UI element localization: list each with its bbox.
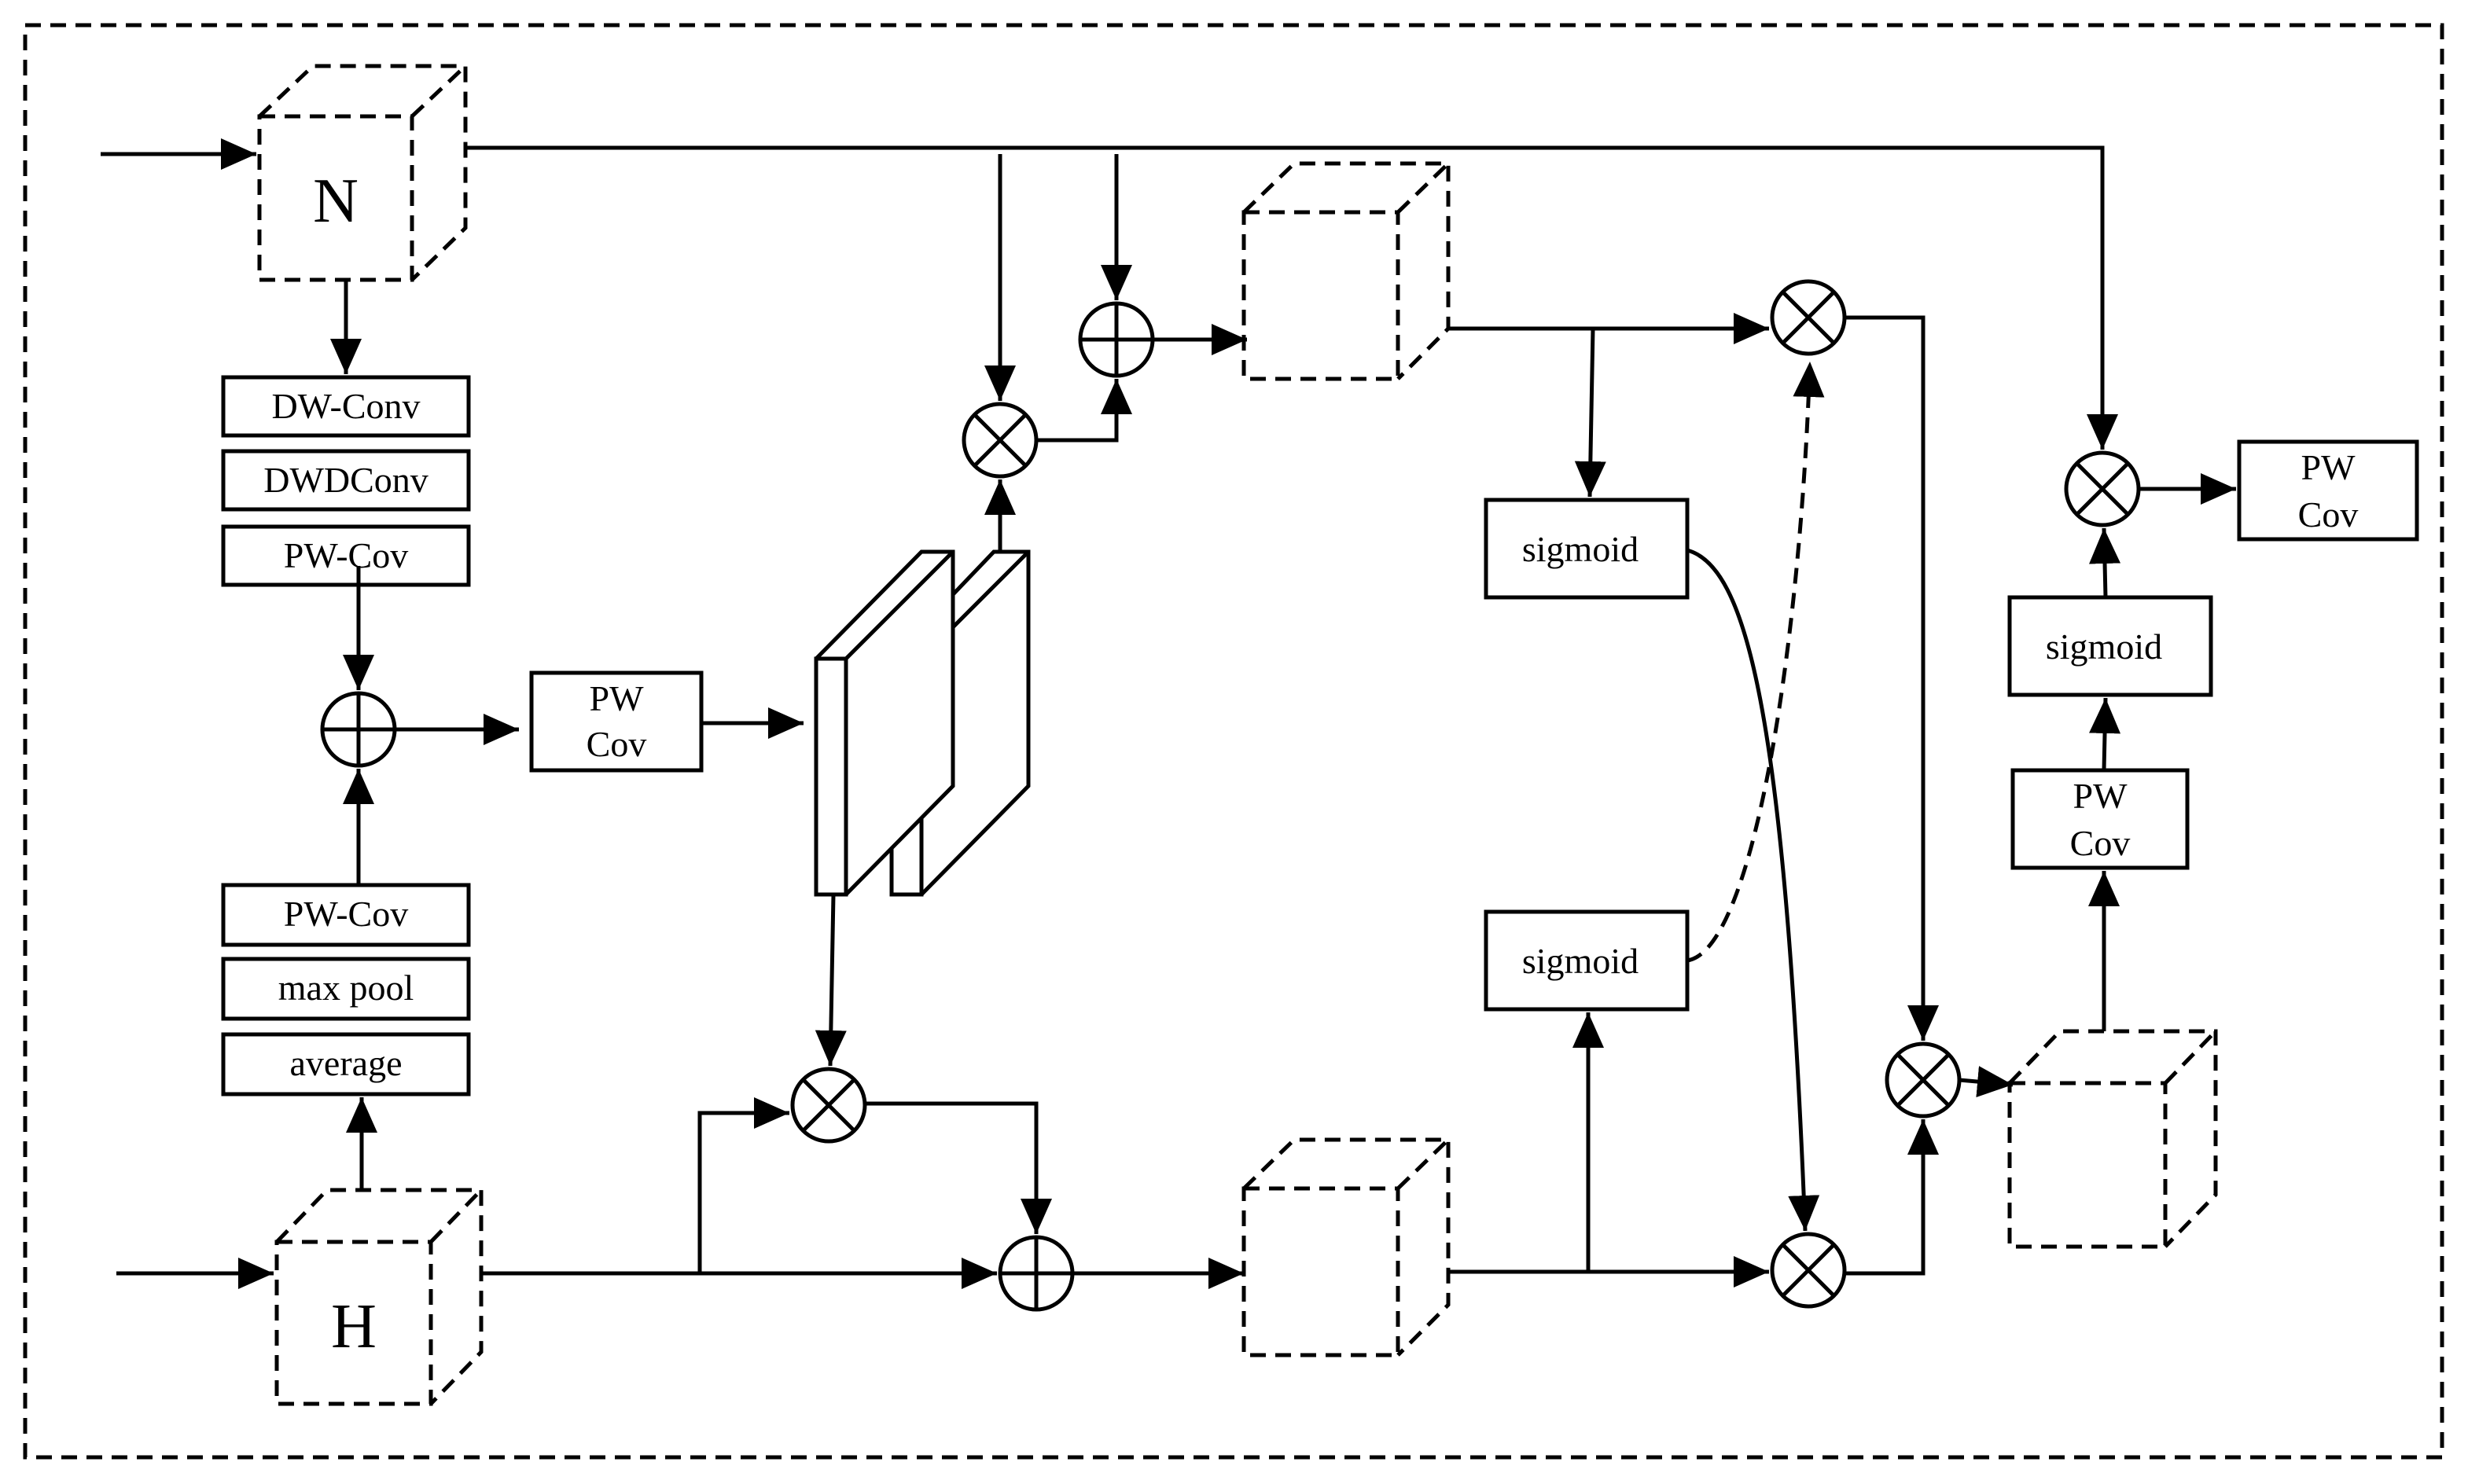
cube-n: N xyxy=(257,64,468,282)
svg-text:sigmoid: sigmoid xyxy=(2046,626,2162,667)
cube-top-middle xyxy=(1241,161,1451,381)
multiply-node-bottom xyxy=(790,1067,867,1144)
sigmoid-bottom-box: sigmoid xyxy=(1484,909,1690,1012)
svg-text:PW: PW xyxy=(2301,447,2356,487)
svg-text:Cov: Cov xyxy=(587,724,647,764)
svg-text:DW-Conv: DW-Conv xyxy=(271,386,420,426)
outer-frame xyxy=(23,23,2444,1460)
svg-text:Cov: Cov xyxy=(2298,494,2359,534)
pw-cov-mid-box: PW Cov xyxy=(529,670,704,773)
svg-text:sigmoid: sigmoid xyxy=(1522,529,1639,569)
svg-text:sigmoid: sigmoid xyxy=(1522,941,1639,981)
dwd-conv-box: DWDConv xyxy=(221,449,471,512)
pw-cov-output-box: PW Cov xyxy=(2237,439,2419,542)
svg-text:average: average xyxy=(290,1043,403,1083)
multiply-node-merge xyxy=(1885,1041,1962,1119)
sigmoid-right-box: sigmoid xyxy=(2007,595,2213,697)
sigmoid-top-box: sigmoid xyxy=(1484,498,1690,600)
svg-text:Cov: Cov xyxy=(2070,823,2131,863)
svg-text:DWDConv: DWDConv xyxy=(263,460,428,500)
svg-text:max pool: max pool xyxy=(278,968,414,1008)
connections xyxy=(101,138,2236,1289)
multiply-node-top xyxy=(962,402,1039,479)
add-node-top xyxy=(1078,301,1155,378)
cube-h: H xyxy=(274,1188,484,1406)
max-pool-box: max pool xyxy=(221,957,471,1021)
cube-n-label: N xyxy=(313,167,359,236)
pw-cov-right-box: PW Cov xyxy=(2010,768,2190,870)
add-node-bottom xyxy=(998,1235,1075,1312)
multiply-node-right-top xyxy=(1770,279,1847,356)
cube-bottom-middle xyxy=(1241,1137,1451,1357)
cube-right xyxy=(2007,1029,2218,1249)
cube-h-label: H xyxy=(331,1292,377,1361)
average-box: average xyxy=(221,1032,471,1096)
add-node-left xyxy=(320,691,397,768)
svg-text:PW-Cov: PW-Cov xyxy=(284,894,408,934)
multiply-node-output xyxy=(2064,450,2141,527)
svg-text:PW-Cov: PW-Cov xyxy=(284,535,408,575)
svg-text:PW: PW xyxy=(2073,776,2128,816)
pw-cov-bottom-box: PW-Cov xyxy=(221,883,471,947)
feature-map-slabs xyxy=(814,549,1031,897)
pw-cov-top-box: PW-Cov xyxy=(221,524,471,587)
dw-conv-box: DW-Conv xyxy=(221,375,471,438)
svg-text:PW: PW xyxy=(590,678,645,718)
multiply-node-right-bottom xyxy=(1770,1232,1847,1309)
